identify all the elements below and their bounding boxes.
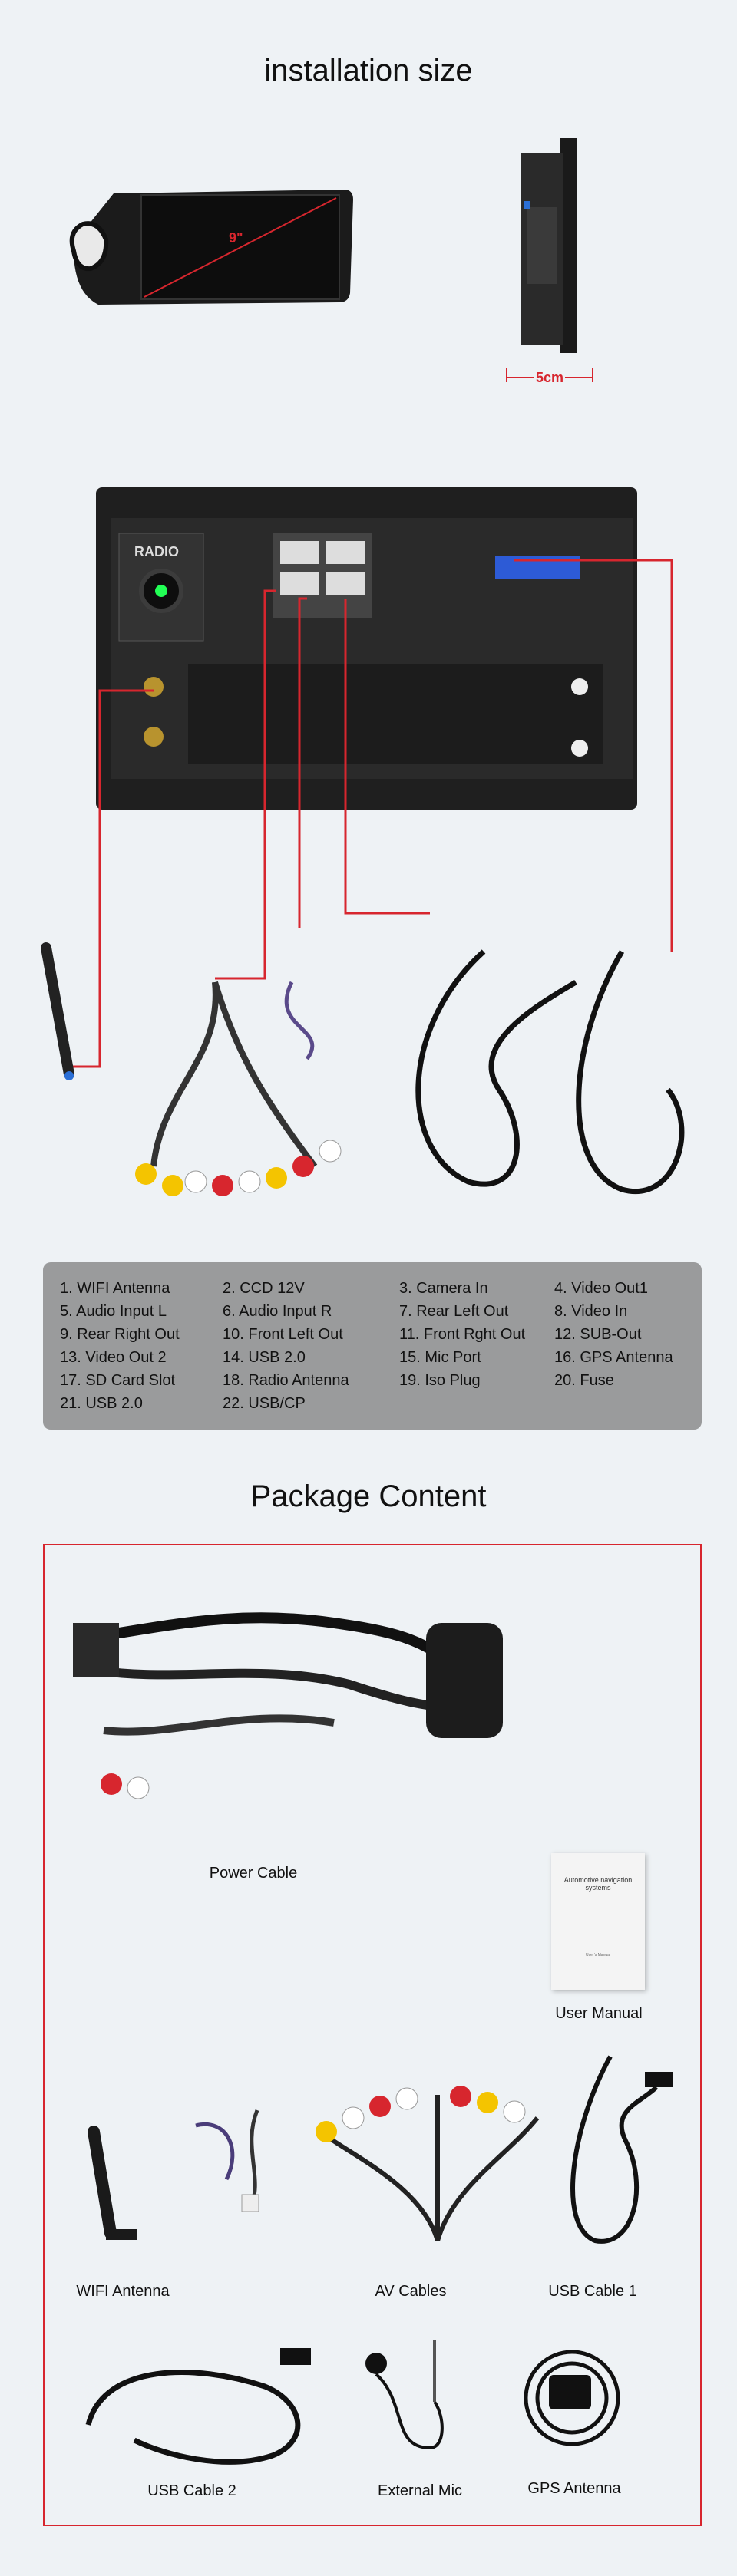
connector-legend-item: 11. Front Rght Out xyxy=(399,1326,526,1343)
connector-legend-item: 21. USB 2.0 xyxy=(60,1395,143,1412)
head-unit-front-image: 9" xyxy=(69,190,353,305)
connector-legend-item: 6. Audio Input R xyxy=(223,1303,332,1320)
external-mic-image xyxy=(365,2340,444,2450)
head-unit-side-image xyxy=(521,138,577,353)
installation-size-title: installation size xyxy=(264,54,473,87)
connector-legend-item: 19. Iso Plug xyxy=(399,1372,481,1389)
connector-legend-item: 4. Video Out1 xyxy=(554,1280,648,1297)
connector-legend-item: 20. Fuse xyxy=(554,1372,614,1389)
connector-legend-item: 15. Mic Port xyxy=(399,1349,481,1366)
connector-legend-item: 5. Audio Input L xyxy=(60,1303,167,1320)
package-content-frame xyxy=(43,1544,702,2526)
small-harness-image xyxy=(195,2109,259,2212)
av-cables-label: AV Cables xyxy=(375,2283,447,2300)
connector-legend-item: 7. Rear Left Out xyxy=(399,1303,509,1320)
external-mic-label: External Mic xyxy=(377,2482,463,2499)
usb-cable-1-label: USB Cable 1 xyxy=(548,2283,637,2300)
package-content-title: Package Content xyxy=(250,1479,487,1513)
accessory-cables-image xyxy=(41,942,685,1196)
usb-cable-2-image xyxy=(85,2348,311,2465)
wifi-antenna-image xyxy=(88,2126,137,2240)
head-unit-back-image: RADIO xyxy=(96,487,637,810)
connector-legend-item: 9. Rear Right Out xyxy=(60,1326,180,1343)
connector-legend-box xyxy=(43,1262,702,1430)
depth-dimension: 5cm xyxy=(505,355,594,386)
connector-legend-item: 17. SD Card Slot xyxy=(60,1372,176,1389)
screen-size-label: 9" xyxy=(229,230,243,246)
connector-legend-item: 1. WIFI Antenna xyxy=(60,1280,170,1297)
power-cable-image xyxy=(73,1612,503,1799)
connector-legend-item: 12. SUB-Out xyxy=(554,1326,642,1343)
connector-legend-item: 13. Video Out 2 xyxy=(60,1349,167,1366)
gps-antenna-image xyxy=(524,2350,620,2446)
depth-size-label: 5cm xyxy=(534,370,566,386)
connector-legend-item: 22. USB/CP xyxy=(223,1395,306,1412)
av-cables-image xyxy=(316,2086,540,2241)
usb-cable-1-image xyxy=(570,2055,673,2244)
usb-cable-2-label: USB Cable 2 xyxy=(147,2482,236,2499)
connector-legend-item: 8. Video In xyxy=(554,1303,628,1320)
user-manual-label: User Manual xyxy=(555,2005,643,2022)
manual-cover-line: User’s Manual xyxy=(585,1953,611,1958)
gps-antenna-label: GPS Antenna xyxy=(527,2480,621,2497)
wifi-antenna-label: WIFI Antenna xyxy=(76,2283,170,2300)
manual-cover-title: Automotive navigation systems xyxy=(563,1876,633,1892)
power-cable-label: Power Cable xyxy=(209,1865,298,1882)
connector-legend-item: 2. CCD 12V xyxy=(223,1280,305,1297)
connection-lines xyxy=(69,559,673,1068)
radio-logo: RADIO xyxy=(134,544,179,559)
connector-legend-item: 14. USB 2.0 xyxy=(223,1349,306,1366)
connector-legend-item: 16. GPS Antenna xyxy=(554,1349,673,1366)
connector-legend-item: 10. Front Left Out xyxy=(223,1326,343,1343)
connector-legend-item: 3. Camera In xyxy=(399,1280,488,1297)
connector-legend-item: 18. Radio Antenna xyxy=(223,1372,349,1389)
user-manual-image: Automotive navigation systems User’s Man… xyxy=(551,1853,645,1990)
